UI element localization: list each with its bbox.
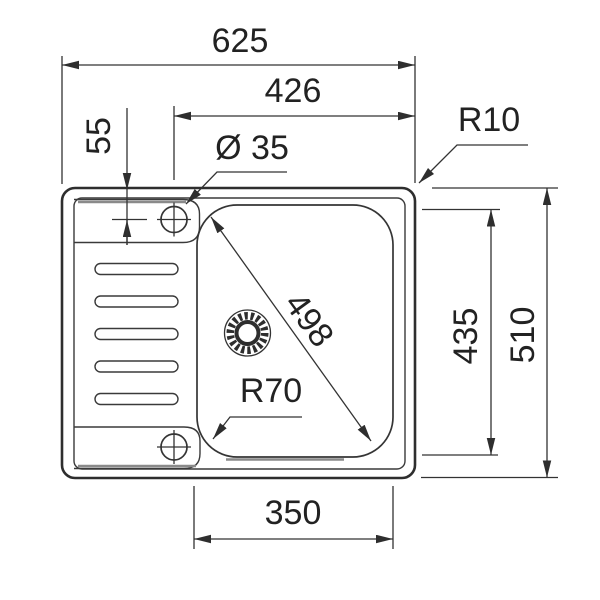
leader-line xyxy=(418,144,528,184)
drainer-rib xyxy=(94,262,179,276)
drainer-rib xyxy=(94,327,179,341)
drain-inner-ring xyxy=(234,320,261,346)
dim-label-bowl-diagonal: 498 xyxy=(277,286,341,354)
drainer-rib xyxy=(94,295,179,308)
dimension-line xyxy=(210,216,372,442)
drain-waste xyxy=(223,309,272,357)
dim-label-rim-corner-radius: R10 xyxy=(458,101,520,139)
dim-bowl-bottom-width: 350 xyxy=(193,486,394,549)
dim-tap-to-edge: 426 xyxy=(173,72,415,180)
dim-bowl-length: 435 xyxy=(422,208,500,456)
leader-line xyxy=(185,171,287,205)
leader-line xyxy=(212,416,302,440)
drainer-rib xyxy=(94,392,179,406)
drainer-ribs xyxy=(94,262,179,406)
dim-label-tap-to-edge: 426 xyxy=(265,72,322,110)
tap-ledge-top xyxy=(74,198,201,244)
dim-tap-setback: 55 xyxy=(80,108,132,245)
dim-label-overall-width: 625 xyxy=(212,22,269,60)
dim-overall-depth: 510 xyxy=(421,187,558,479)
tap-hole-bottom xyxy=(157,430,191,464)
dim-rim-corner-radius: R10 xyxy=(418,101,528,184)
dim-label-tap-setback: 55 xyxy=(80,117,118,155)
dim-tap-hole-diameter: Ø 35 xyxy=(185,129,289,205)
sink-body xyxy=(60,186,417,480)
sink-outer-rim xyxy=(60,186,417,480)
tap-hole-top xyxy=(112,202,191,237)
sink-bowl xyxy=(196,204,394,458)
dim-label-bowl-bottom-width: 350 xyxy=(265,494,322,532)
dim-label-bowl-corner-radius: R70 xyxy=(240,372,302,410)
dim-bowl-corner-radius: R70 xyxy=(212,372,302,440)
dim-label-bowl-length: 435 xyxy=(447,308,485,365)
dim-label-overall-depth: 510 xyxy=(504,307,542,364)
dim-overall-width: 625 xyxy=(61,22,416,184)
sink-inner-rim xyxy=(73,197,406,470)
tap-ledge-bottom xyxy=(74,426,201,470)
dim-label-tap-hole-diameter: Ø 35 xyxy=(215,129,289,167)
drainer-rib xyxy=(94,360,179,373)
